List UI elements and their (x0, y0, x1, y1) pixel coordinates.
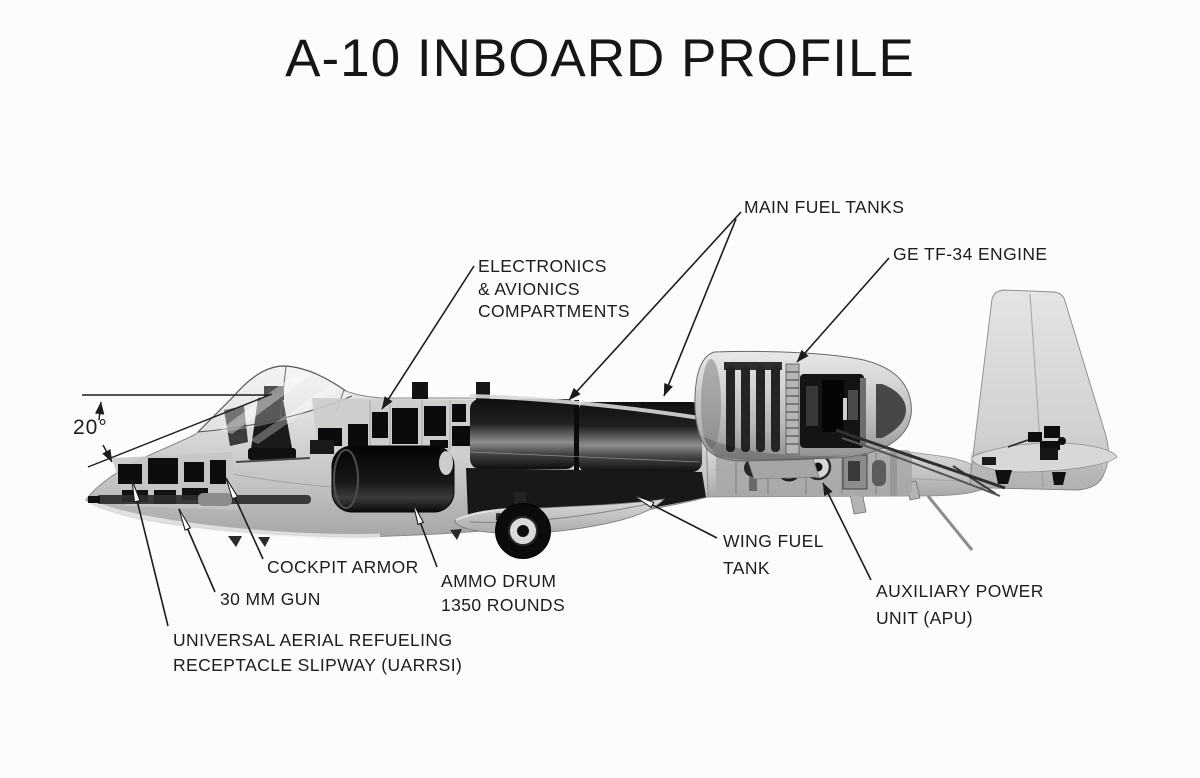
engine-nacelle (694, 350, 912, 462)
angle-arrow-up (95, 401, 105, 421)
landing-gear-wheel (495, 492, 551, 559)
leader-electronics (381, 265, 475, 410)
leader-main-fuel-tanks-2 (663, 218, 737, 397)
label-main-fuel-tanks: MAIN FUEL TANKS (744, 197, 905, 217)
page-title: A-10 INBOARD PROFILE (285, 29, 915, 88)
gun-barrel (88, 493, 311, 506)
leader-engine (796, 257, 890, 363)
ammo-drum (310, 440, 455, 513)
angle-arrow-down (102, 444, 113, 463)
tail-actuator-mechanism (1007, 426, 1066, 460)
angle-sight-line (87, 393, 273, 468)
label-ammo-drum: AMMO DRUM 1350 ROUNDS (441, 571, 566, 615)
leader-gun (178, 508, 216, 593)
label-cockpit-armor: COCKPIT ARMOR (267, 557, 419, 577)
label-electronics-avionics: ELECTRONICS & AVIONICS COMPARTMENTS (478, 256, 630, 321)
main-fuel-tanks-section (469, 394, 702, 472)
leader-ammo-drum (412, 502, 438, 568)
belly-antennas (228, 529, 462, 547)
label-engine: GE TF-34 ENGINE (893, 244, 1048, 264)
leader-uarrsi (131, 479, 169, 627)
leader-apu (822, 482, 872, 581)
electronics-bay (312, 382, 490, 452)
label-angle: 20° (73, 416, 108, 439)
leader-lines (131, 211, 890, 627)
engine-hoses (835, 428, 1006, 497)
label-gun: 30 MM GUN (220, 589, 321, 609)
label-uarrsi: UNIVERSAL AERIAL REFUELING RECEPTACLE SL… (173, 630, 463, 675)
angle-annotation (82, 393, 273, 468)
leader-cockpit-armor (225, 477, 264, 560)
label-wing-fuel-tank: WING FUEL TANK (723, 531, 824, 578)
leader-main-fuel-tanks-1 (568, 211, 742, 401)
label-apu: AUXILIARY POWER UNIT (APU) (876, 581, 1044, 628)
leader-wing-fuel-tank (632, 494, 718, 539)
